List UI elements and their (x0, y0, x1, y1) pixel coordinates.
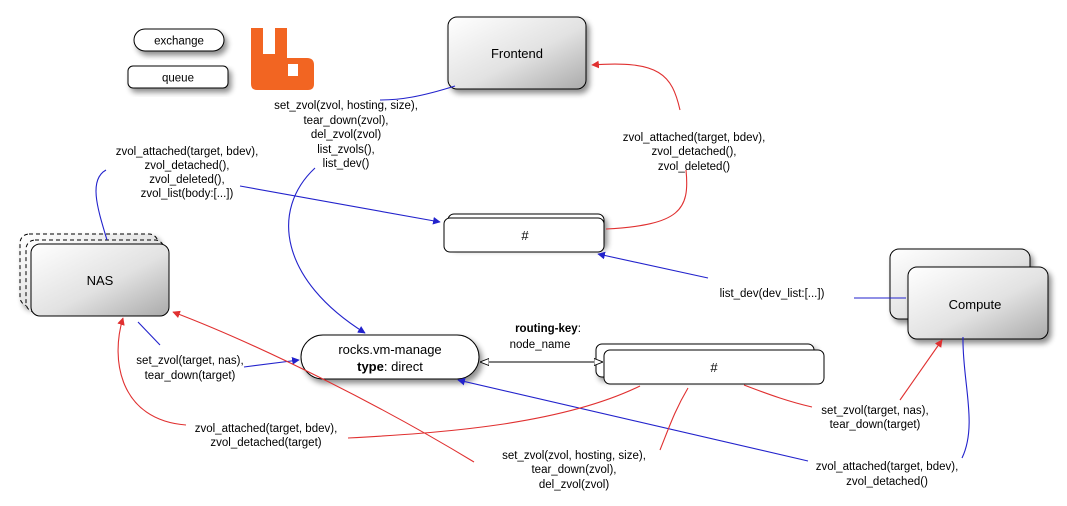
label-compute-calls: set_zvol(target, nas), tear_down(target) (821, 405, 928, 431)
edge-frontend-to-exchange (288, 85, 456, 333)
edge-nas-to-queue-top (239, 185, 441, 225)
svg-text:zvol_deleted(): zvol_deleted() (658, 161, 730, 173)
nas-label: NAS (87, 273, 114, 288)
legend: exchange queue (127, 28, 229, 89)
svg-text:del_zvol(zvol): del_zvol(zvol) (539, 479, 609, 491)
exchange-node[interactable] (300, 334, 480, 380)
legend-queue-label: queue (162, 73, 194, 85)
svg-text:list_dev(): list_dev() (323, 158, 370, 170)
svg-text:zvol_detached(),: zvol_detached(), (144, 160, 229, 172)
svg-text:zvol_attached(target, bdev),: zvol_attached(target, bdev), (116, 146, 259, 158)
edge-nas-to-exchange (243, 357, 300, 368)
edge-nas-event-up (95, 169, 108, 241)
edge-compute-to-exchange (457, 377, 809, 462)
exchange-name: rocks.vm-manage (338, 342, 441, 357)
routing-key-colon: : (578, 323, 581, 335)
svg-text:tear_down(zvol),: tear_down(zvol), (531, 464, 616, 476)
queue-top-label: # (521, 228, 529, 243)
svg-text:tear_down(zvol),: tear_down(zvol), (303, 115, 388, 127)
svg-text:zvol_attached(target, bdev),: zvol_attached(target, bdev), (816, 461, 959, 473)
routing-key-label: routing-key: (515, 323, 581, 335)
legend-exchange-label: exchange (154, 36, 204, 48)
routing-key-name: routing-key (515, 323, 578, 335)
legend-queue (127, 65, 229, 89)
edge-compute-label-to-compute (899, 339, 943, 401)
compute-label: Compute (949, 297, 1002, 312)
edge-compute-event-line (961, 336, 970, 459)
exchange-type-key: type (357, 359, 384, 374)
frontend-node[interactable]: Frontend (447, 16, 587, 90)
svg-text:list_dev(dev_list:[...]): list_dev(dev_list:[...]) (720, 288, 825, 300)
label-frontend-events: zvol_attached(target, bdev), zvol_detach… (623, 132, 766, 173)
request-lines (95, 85, 970, 462)
queue-top[interactable]: # (443, 213, 605, 253)
label-frontend-calls: set_zvol(zvol, hosting, size), tear_down… (274, 100, 418, 170)
label-compute-events: zvol_attached(target, bdev), zvol_detach… (816, 461, 959, 488)
svg-text:zvol_detached(target): zvol_detached(target) (210, 437, 321, 449)
svg-text:zvol_attached(target, bdev),: zvol_attached(target, bdev), (195, 423, 338, 435)
rabbitmq-logo (251, 28, 314, 90)
edge-queue-bottom-down (659, 387, 689, 451)
routing-key-value: node_name (510, 339, 571, 351)
exchange-type: type: direct (357, 359, 423, 374)
svg-text:tear_down(target): tear_down(target) (830, 419, 921, 431)
label-list-dev: list_dev(dev_list:[...]) (720, 288, 825, 300)
label-nas-events-top: zvol_attached(target, bdev), zvol_detach… (116, 146, 259, 200)
compute-node[interactable]: Compute (889, 248, 1049, 340)
response-lines (117, 64, 943, 463)
svg-text:list_zvols(),: list_zvols(), (317, 144, 375, 156)
nas-node[interactable]: NAS (19, 233, 170, 317)
edge-queue-to-nas-long (172, 310, 475, 463)
svg-text:set_zvol(target, nas),: set_zvol(target, nas), (821, 405, 928, 417)
svg-text:set_zvol(zvol, hosting, size),: set_zvol(zvol, hosting, size), (274, 100, 418, 112)
svg-text:del_zvol(zvol): del_zvol(zvol) (311, 129, 381, 141)
svg-text:zvol_detached(),: zvol_detached(), (651, 146, 736, 158)
edge-compute-to-queue-top (597, 251, 709, 279)
queue-bottom[interactable]: # (595, 343, 825, 385)
svg-text:set_zvol(target, nas),: set_zvol(target, nas), (136, 355, 243, 367)
edge-queue-top-to-frontend (592, 64, 688, 230)
legend-exchange (133, 28, 225, 52)
label-nas-calls: set_zvol(target, nas), tear_down(target) (136, 355, 243, 382)
edge-queue-bottom-to-compute-label (743, 384, 813, 408)
label-nas-events-bottom: zvol_attached(target, bdev), zvol_detach… (195, 423, 338, 449)
label-queue-calls: set_zvol(zvol, hosting, size), tear_down… (502, 450, 646, 491)
svg-text:set_zvol(zvol, hosting, size),: set_zvol(zvol, hosting, size), (502, 450, 646, 462)
svg-text:tear_down(target): tear_down(target) (145, 370, 236, 382)
svg-text:zvol_deleted(),: zvol_deleted(), (149, 174, 224, 186)
svg-text:zvol_detached(): zvol_detached() (846, 476, 928, 488)
svg-text:zvol_attached(target, bdev),: zvol_attached(target, bdev), (623, 132, 766, 144)
exchange-type-value: : direct (384, 359, 423, 374)
edge-nas-events-to-nas (117, 317, 187, 426)
queue-bottom-label: # (710, 360, 718, 375)
svg-text:zvol_list(body:[...]): zvol_list(body:[...]) (141, 188, 234, 200)
edge-queue-bottom-to-nas-events (347, 385, 641, 439)
frontend-label: Frontend (491, 46, 543, 61)
edge-nas-line-down (137, 321, 161, 346)
